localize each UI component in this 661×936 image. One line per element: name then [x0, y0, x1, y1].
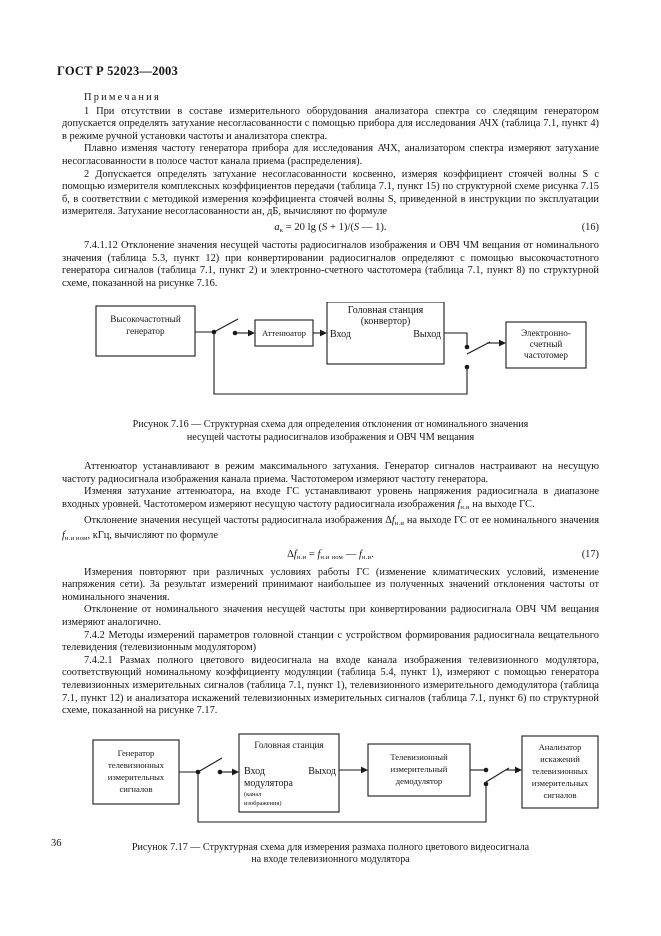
arrow-to-head-station	[320, 329, 327, 337]
figure-7-17: Генератор телевизионных измерительных си…	[62, 730, 599, 867]
note-1-paragraph-2: Плавно изменяя частоту генератора прибор…	[62, 143, 599, 167]
block-head-station-port-in2: модулятора	[244, 778, 294, 789]
paragraph-deviation-definition: Отклонение значения несущей частоты ради…	[62, 514, 599, 543]
block-tv-demodulator	[367, 743, 471, 797]
note-1-paragraph-1: 1 При отсутствии в составе измерительног…	[62, 105, 599, 142]
section-7-4-2-1: 7.4.2.1 Размах полного цветового видеоси…	[62, 654, 599, 717]
block-head-station	[326, 302, 445, 365]
figure-7-16-caption-line1: Рисунок 7.16 — Структурная схема для опр…	[132, 419, 529, 431]
formula-16-body: aк = 20 lg (S + 1)/(S — 1).	[274, 221, 387, 234]
block-tv-signal-generator-line3: измерительных	[108, 772, 165, 782]
block-tv-signal-generator-line4: сигналов	[119, 784, 152, 794]
block-head-station-port-in: Вход	[244, 766, 265, 777]
arrow-to-demodulator	[361, 766, 368, 774]
formula-16: aк = 20 lg (S + 1)/(S — 1). (16)	[62, 222, 599, 237]
paragraph-vhf-fm-analogous: Отклонение от номинального значения несу…	[62, 604, 599, 629]
switch2-upper-dot	[483, 767, 489, 773]
block-distortion-analyzer-line3: телевизионных	[532, 766, 589, 776]
paragraph-attenuator-change: Изменяя затухание аттенюатора, на входе …	[62, 486, 599, 511]
switch2-lower-dot	[464, 365, 470, 370]
figure-7-16-diagram: Высокочастотный генератор Аттенюатор	[95, 302, 587, 395]
block-attenuator-label: Аттенюатор	[262, 328, 306, 338]
switch1-blade	[213, 318, 239, 333]
switch2-blade	[466, 341, 491, 355]
figure-7-16-caption-line2: несущей частоты радиосигналов изображени…	[186, 431, 475, 443]
switch2-lower-dot	[483, 781, 489, 787]
figure-7-17-caption-line2: на входе телевизионного модулятора	[251, 854, 410, 866]
formula-17-body: Δfн.и = fн.и ном — fн.и.	[287, 548, 374, 561]
section-7-4-1-12: 7.4.1.12 Отклонение значения несущей час…	[62, 239, 599, 289]
figure-7-17-caption-line1: Рисунок 7.17 — Структурная схема для изм…	[131, 841, 530, 853]
block-frequency-counter-line1: Электронно-	[521, 328, 571, 338]
block-head-station-port-in: Вход	[330, 329, 351, 340]
block-head-station-note2: изображения)	[244, 800, 281, 807]
block-hf-generator-line2: генератор	[126, 326, 165, 336]
standard-header: ГОСТ Р 52023—2003	[57, 64, 178, 78]
figure-7-16: Высокочастотный генератор Аттенюатор	[62, 302, 599, 444]
block-tv-signal-generator-line1: Генератор	[118, 748, 155, 758]
block-distortion-analyzer-line5: сигналов	[543, 790, 576, 800]
note-2-paragraph: 2 Допускается определять затухание несог…	[62, 168, 599, 218]
block-head-station-title: Головная станция	[254, 740, 324, 750]
arrow-to-counter	[499, 339, 506, 347]
section-7-4-2: 7.4.2 Методы измерений параметров головн…	[62, 629, 599, 654]
switch2-upper-dot	[464, 345, 470, 350]
block-head-station-line2: (конвертор)	[361, 316, 411, 327]
formula-17: Δfн.и = fн.и ном — fн.и. (17)	[62, 549, 599, 564]
block-tv-demodulator-line1: Телевизионный	[390, 752, 448, 762]
block-head-station-note1: (канал	[244, 791, 262, 798]
notes-heading: Примечания	[84, 92, 161, 103]
paragraph-repeat-measurements: Измерения повторяют при различных услови…	[62, 566, 599, 603]
block-distortion-analyzer-line1: Анализатор	[539, 742, 582, 752]
switch2-blade	[485, 767, 510, 783]
block-head-station-line1: Головная станция	[348, 305, 424, 316]
wire-hs-out	[444, 332, 468, 346]
block-head-station-port-out: Выход	[413, 329, 441, 340]
arrow-to-analyzer	[515, 766, 522, 774]
arrow-to-attenuator	[248, 329, 255, 337]
block-attenuator	[254, 319, 314, 347]
formula-17-number: (17)	[581, 548, 599, 560]
block-distortion-analyzer-line4: измерительных	[532, 778, 589, 788]
paragraph-attenuator-setup: Аттенюатор устанавливают в режим максима…	[62, 461, 599, 485]
block-frequency-counter-line2: счетный	[530, 339, 563, 349]
block-head-station-port-out: Выход	[308, 766, 336, 777]
arrow-to-head-station	[232, 768, 239, 776]
wire-feedback-loop	[213, 332, 468, 395]
block-distortion-analyzer	[521, 735, 599, 809]
block-tv-demodulator-line2: измерительный	[391, 764, 448, 774]
switch1-blade	[197, 757, 223, 773]
block-tv-demodulator-line3: демодулятор	[396, 776, 442, 786]
block-distortion-analyzer-line2: искажений	[540, 754, 580, 764]
page-number: 36	[51, 838, 62, 849]
wire-feedback-loop	[197, 771, 487, 823]
block-frequency-counter-line3: частотомер	[524, 350, 568, 360]
figure-7-17-diagram: Генератор телевизионных измерительных си…	[92, 733, 599, 823]
block-head-station	[238, 733, 340, 813]
formula-16-number: (16)	[581, 221, 599, 233]
block-tv-signal-generator-line2: телевизионных	[108, 760, 165, 770]
document-body: Примечания 1 При отсутствии в составе из…	[62, 92, 599, 867]
block-frequency-counter	[505, 321, 587, 369]
block-hf-generator	[95, 305, 196, 357]
block-hf-generator-line1: Высокочастотный	[110, 314, 181, 324]
